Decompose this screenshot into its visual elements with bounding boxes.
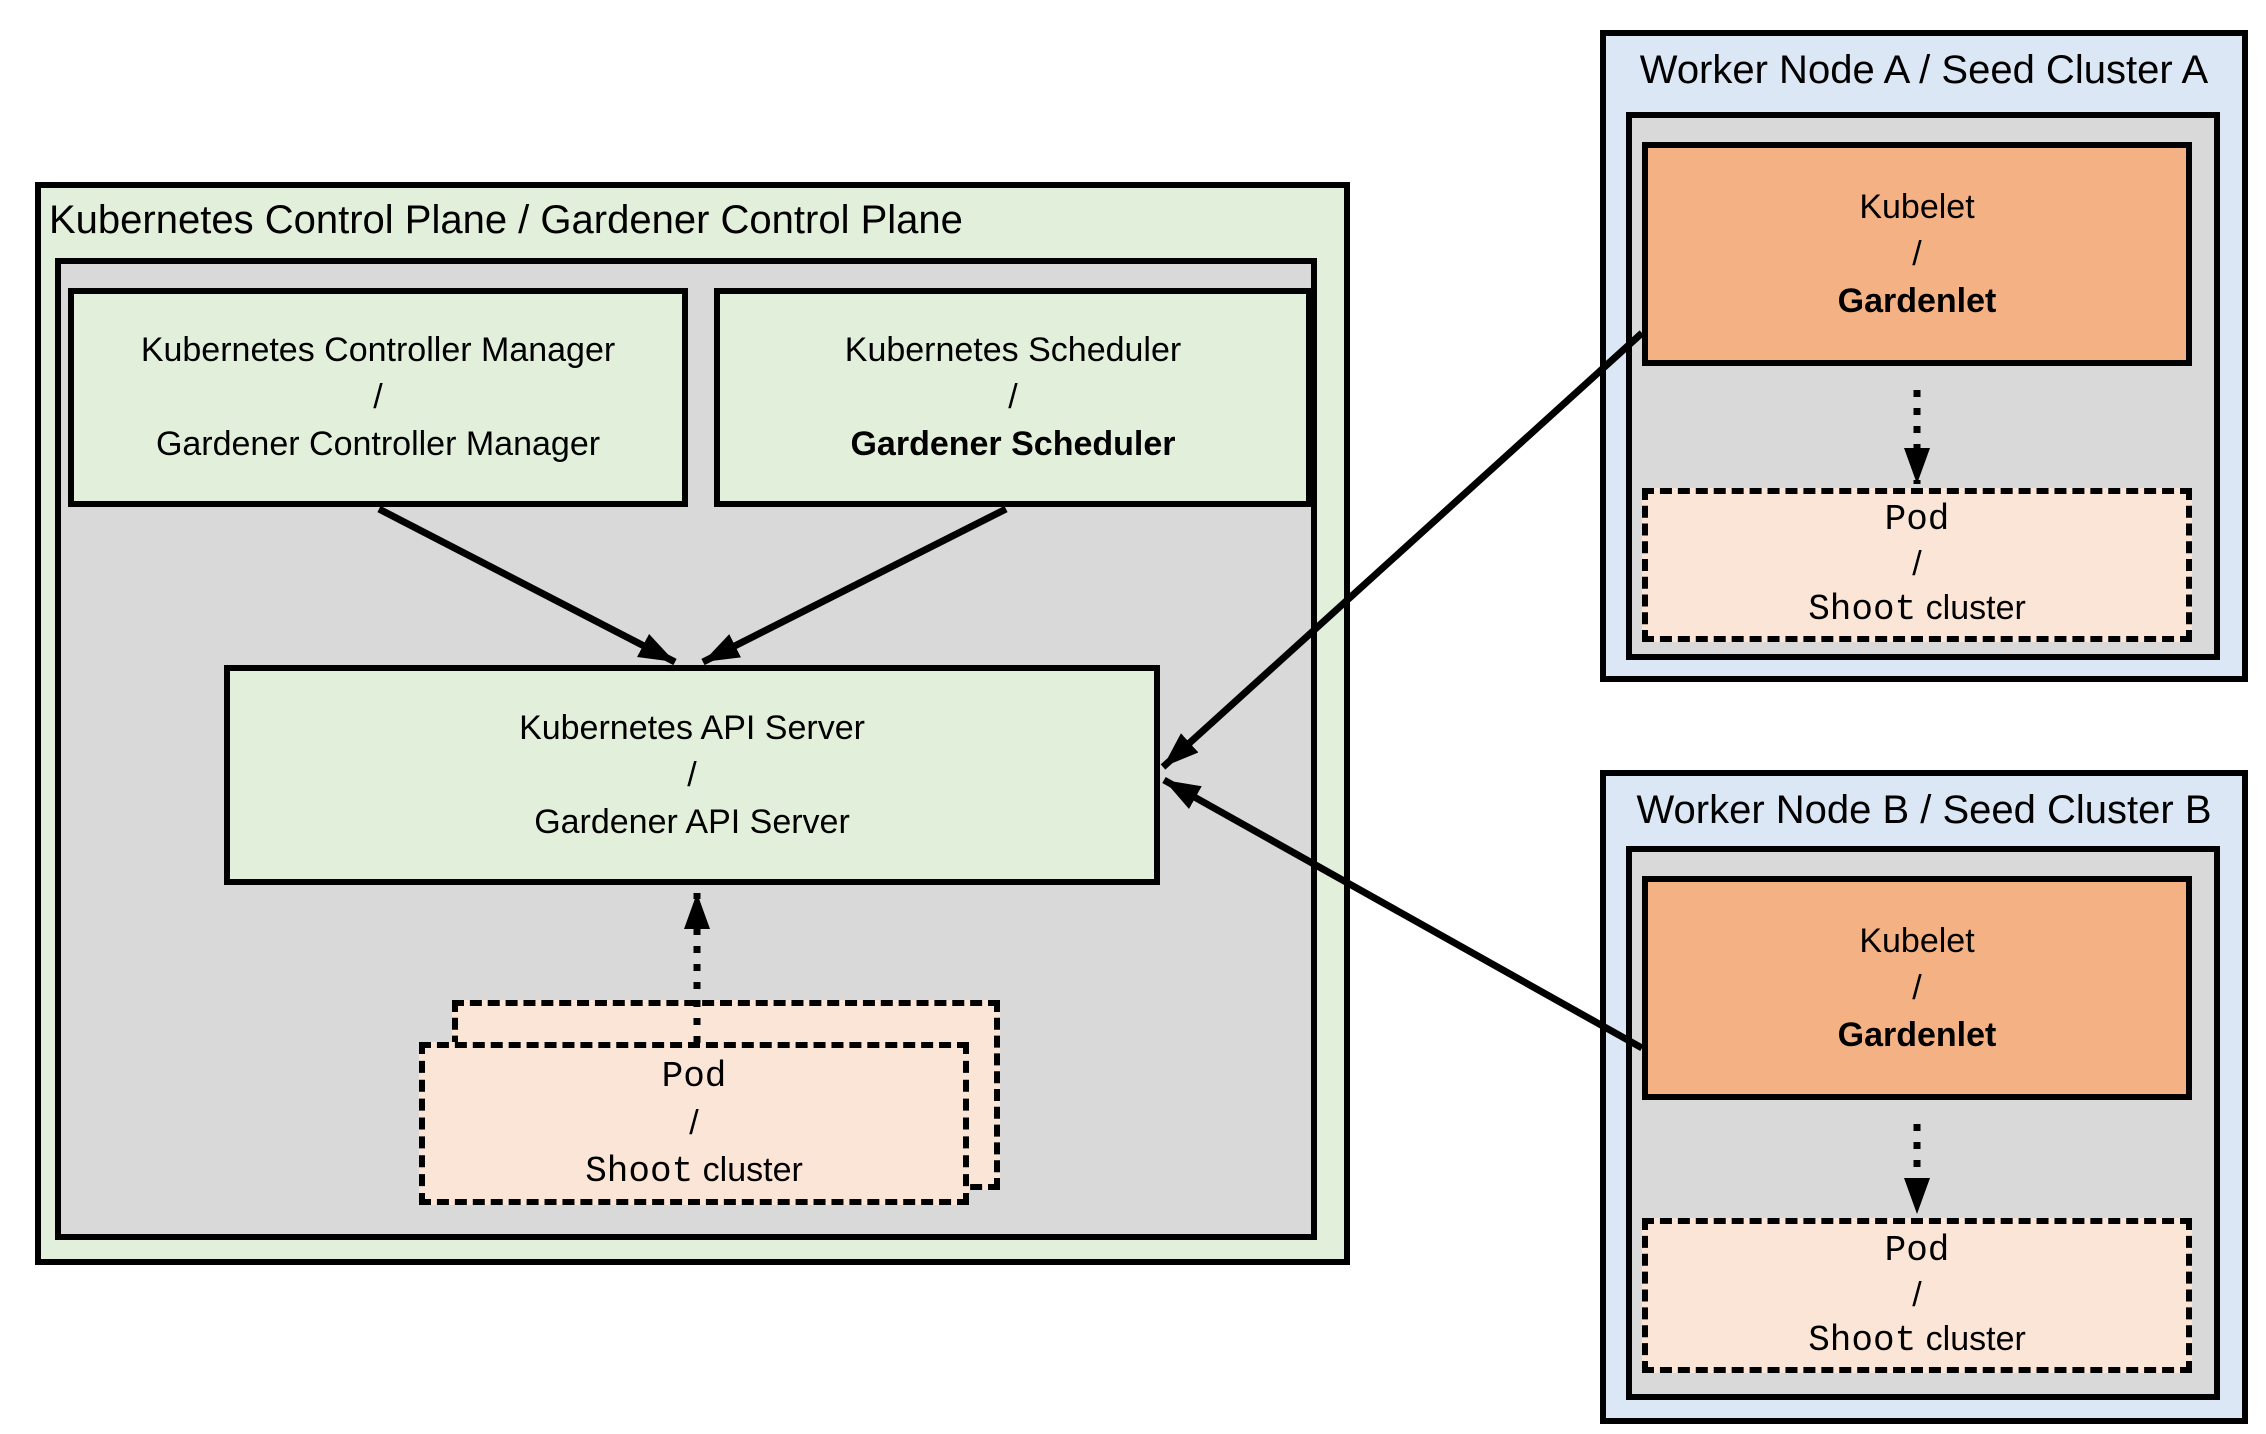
controller-manager-bottom-label: Gardener Controller Manager [155, 425, 601, 463]
shoot-b-code-label: Shoot [1808, 1319, 1917, 1361]
worker-node-a-title: Worker Node A / Seed Cluster A [1639, 48, 2209, 92]
scheduler-separator: / [1008, 378, 1018, 416]
api-server-bottom-label: Gardener API Server [534, 802, 850, 841]
controller-manager-box: Kubernetes Controller Manager / Gardener… [68, 288, 688, 507]
kubelet-a-top-label: Kubelet [1859, 187, 1975, 226]
pod-b-box: Pod / Shoot cluster [1642, 1218, 2192, 1373]
cluster-a-plain-label: cluster [1925, 589, 2026, 627]
api-server-box: Kubernetes API Server / Gardener API Ser… [224, 665, 1160, 885]
pod-a-separator: / [1912, 545, 1922, 583]
controller-manager-top-label: Kubernetes Controller Manager [140, 331, 616, 369]
pod-b-separator: / [1912, 1275, 1922, 1314]
shoot-cluster-line: Shoot cluster [585, 1147, 803, 1195]
pod-separator: / [689, 1103, 699, 1142]
cluster-plain-label: cluster [702, 1150, 803, 1189]
kubelet-b-top-label: Kubelet [1859, 921, 1975, 960]
api-server-top-label: Kubernetes API Server [519, 708, 865, 747]
shoot-a-code-label: Shoot [1808, 589, 1917, 630]
shoot-code-label: Shoot [585, 1150, 694, 1192]
scheduler-box: Kubernetes Scheduler / Gardener Schedule… [714, 288, 1312, 507]
cluster-b-plain-label: cluster [1925, 1319, 2026, 1358]
worker-node-b-title: Worker Node B / Seed Cluster B [1636, 788, 2212, 832]
pod-a-label: Pod [1884, 499, 1950, 540]
gardenlet-a-label: Gardenlet [1837, 281, 1997, 320]
kubelet-a-separator: / [1912, 234, 1922, 273]
controller-manager-separator: / [373, 378, 383, 416]
pod-b-label: Pod [1884, 1229, 1950, 1271]
gardenlet-b-label: Gardenlet [1837, 1015, 1997, 1054]
scheduler-top-label: Kubernetes Scheduler [844, 331, 1182, 369]
shoot-cluster-b-line: Shoot cluster [1808, 1317, 2026, 1363]
kubelet-a-box: Kubelet / Gardenlet [1642, 142, 2192, 366]
api-server-separator: / [687, 755, 697, 794]
shoot-cluster-a-line: Shoot cluster [1808, 586, 2026, 632]
pod-a-box: Pod / Shoot cluster [1642, 488, 2192, 642]
pod-shoot-box-front: Pod / Shoot cluster [419, 1042, 969, 1205]
control-plane-title: Kubernetes Control Plane / Gardener Cont… [49, 198, 963, 242]
pod-label: Pod [661, 1055, 727, 1097]
kubelet-b-box: Kubelet / Gardenlet [1642, 876, 2192, 1100]
scheduler-bottom-label: Gardener Scheduler [850, 425, 1176, 463]
kubelet-b-separator: / [1912, 968, 1922, 1007]
